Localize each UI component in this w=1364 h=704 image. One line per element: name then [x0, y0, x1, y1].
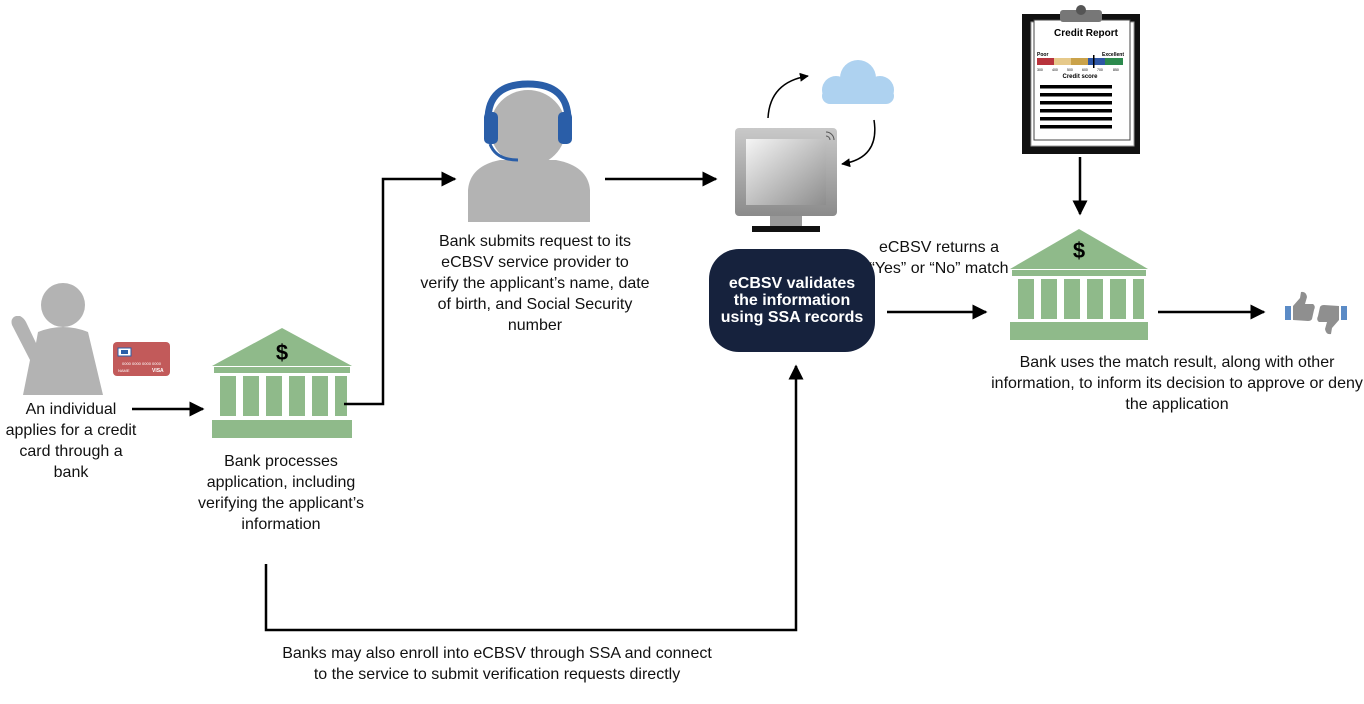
bank-symbol: $	[276, 340, 288, 365]
report-tick: 500	[1067, 68, 1073, 72]
thumbs-down-icon	[1317, 305, 1347, 335]
headset-agent-icon	[468, 80, 590, 222]
report-tick: 300	[1037, 68, 1043, 72]
direct-enroll-label: Banks may also enroll into eCBSV through…	[282, 645, 712, 683]
arrow-bank-to-provider	[344, 171, 457, 406]
report-excellent-label: Excellent	[1102, 52, 1124, 58]
person-icon	[11, 283, 103, 395]
report-tick: 700	[1097, 68, 1103, 72]
report-poor-label: Poor	[1037, 52, 1048, 58]
report-score-label: Credit score	[1062, 74, 1098, 80]
credit-report-icon: Credit Report Poor Excellent 300 400 500…	[1022, 5, 1140, 154]
individual-step-label: An individual applies for a credit card …	[5, 401, 137, 481]
decision-step-label: Bank uses the match result, along with o…	[991, 354, 1363, 413]
card-number: 0000 0000 0000 0000	[122, 361, 162, 366]
arrow-monitor-to-cloud	[767, 72, 809, 119]
ecbsv-validation-node: eCBSV validates the information using SS…	[709, 249, 875, 352]
bank-icon: $	[212, 328, 352, 438]
report-tick: 850	[1113, 68, 1119, 72]
bank-symbol: $	[1073, 238, 1085, 263]
computer-monitor-icon	[735, 128, 837, 232]
provider-step-label: Bank submits request to its eCBSV servic…	[420, 233, 650, 334]
report-tick: 600	[1082, 68, 1088, 72]
arrow-bank-direct-to-ecbsv	[264, 364, 804, 632]
cloud-icon	[822, 60, 894, 104]
returns-match-label: eCBSV returns a “Yes” or “No” match	[869, 239, 1009, 277]
credit-card-icon: 0000 0000 0000 0000 NAME VISA	[113, 342, 170, 376]
bank-step-label: Bank processes application, including ve…	[197, 453, 365, 533]
bank-icon: $	[1010, 229, 1148, 340]
arrow-cloud-to-monitor	[841, 119, 876, 168]
card-brand: VISA	[152, 368, 164, 374]
thumbs-up-icon	[1285, 291, 1315, 321]
report-tick: 400	[1052, 68, 1058, 72]
report-title: Credit Report	[1054, 28, 1119, 39]
card-name: NAME	[118, 368, 130, 373]
